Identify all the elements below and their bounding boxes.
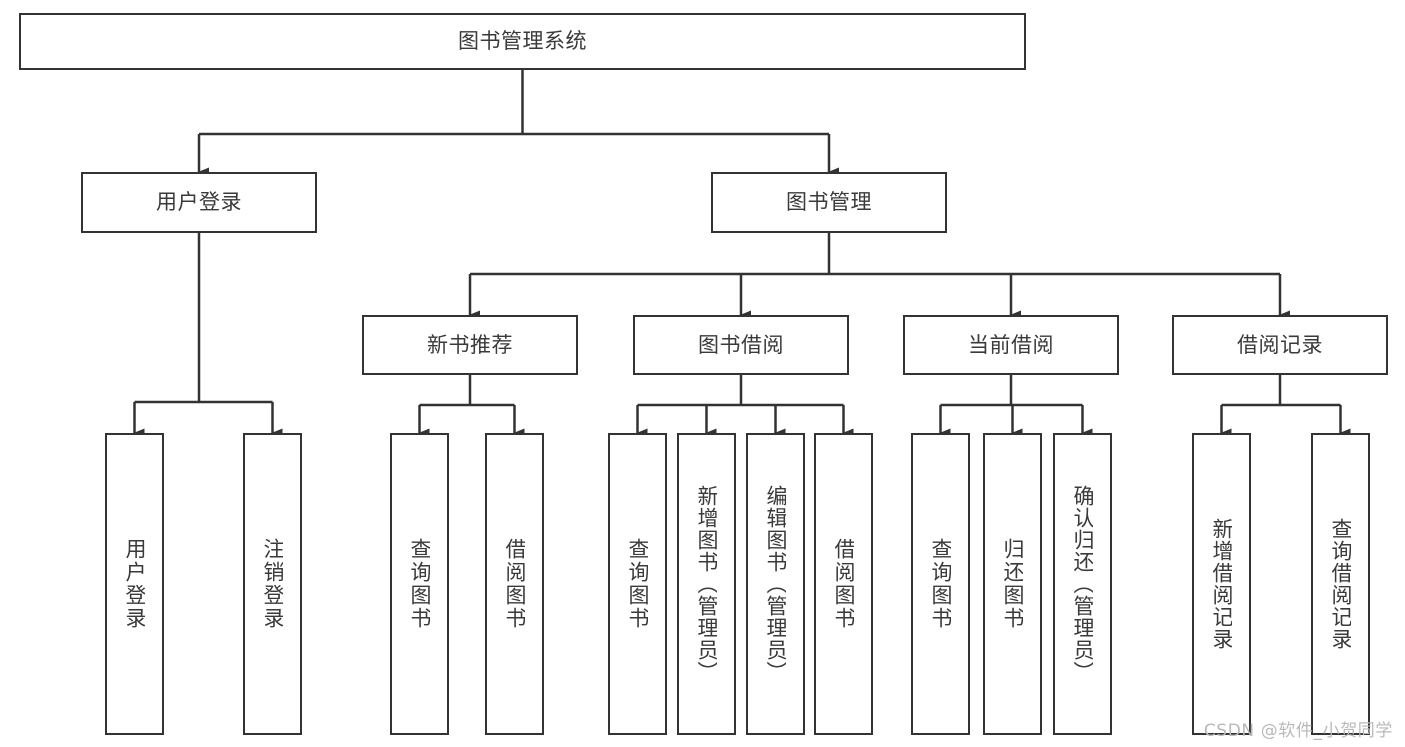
node-label: 图书借阅 bbox=[698, 332, 784, 357]
node-new-book-rec[interactable]: 新书推荐 bbox=[362, 315, 578, 375]
node-label: 查询借阅记录 bbox=[1330, 518, 1351, 650]
node-label: 借阅记录 bbox=[1237, 332, 1323, 357]
node-label: 当前借阅 bbox=[968, 332, 1054, 357]
node-label: 查询图书 bbox=[409, 538, 430, 630]
node-label: 查询图书 bbox=[627, 538, 648, 630]
node-label: 注销登录 bbox=[262, 538, 283, 630]
node-leaf-user-login[interactable]: 用户登录 bbox=[105, 433, 164, 735]
node-leaf-query-3[interactable]: 查询图书 bbox=[911, 433, 970, 735]
node-current-borrow[interactable]: 当前借阅 bbox=[903, 315, 1119, 375]
node-leaf-add-rec[interactable]: 新增借阅记录 bbox=[1192, 433, 1251, 735]
node-label: 新增借阅记录 bbox=[1211, 518, 1232, 650]
node-label: 用户登录 bbox=[156, 190, 242, 215]
node-leaf-confirm[interactable]: 确认归还（管理员） bbox=[1053, 433, 1112, 735]
node-label: 新增图书（管理员） bbox=[696, 485, 717, 683]
node-leaf-query-rec[interactable]: 查询借阅记录 bbox=[1311, 433, 1370, 735]
node-leaf-borrow-1[interactable]: 借阅图书 bbox=[485, 433, 544, 735]
node-book-mgmt[interactable]: 图书管理 bbox=[711, 172, 947, 233]
node-label: 新书推荐 bbox=[427, 332, 513, 357]
node-label: 图书管理系统 bbox=[458, 29, 587, 54]
node-leaf-edit-book[interactable]: 编辑图书（管理员） bbox=[746, 433, 805, 735]
node-label: 借阅图书 bbox=[833, 538, 854, 630]
node-leaf-return[interactable]: 归还图书 bbox=[983, 433, 1042, 735]
node-leaf-query-1[interactable]: 查询图书 bbox=[390, 433, 449, 735]
node-leaf-add-book[interactable]: 新增图书（管理员） bbox=[677, 433, 736, 735]
node-borrow-record[interactable]: 借阅记录 bbox=[1172, 315, 1388, 375]
node-label: 借阅图书 bbox=[504, 538, 525, 630]
node-book-borrow[interactable]: 图书借阅 bbox=[633, 315, 849, 375]
node-root[interactable]: 图书管理系统 bbox=[19, 13, 1026, 70]
node-leaf-borrow-2[interactable]: 借阅图书 bbox=[814, 433, 873, 735]
node-label: 图书管理 bbox=[786, 190, 872, 215]
node-leaf-query-2[interactable]: 查询图书 bbox=[608, 433, 667, 735]
node-user-login[interactable]: 用户登录 bbox=[81, 172, 317, 233]
node-label: 编辑图书（管理员） bbox=[765, 485, 786, 683]
watermark: CSDN @软件_小贺同学 bbox=[1203, 721, 1393, 741]
node-label: 用户登录 bbox=[124, 538, 145, 630]
node-leaf-logout[interactable]: 注销登录 bbox=[243, 433, 302, 735]
node-label: 查询图书 bbox=[930, 538, 951, 630]
node-label: 确认归还（管理员） bbox=[1072, 485, 1093, 683]
node-label: 归还图书 bbox=[1002, 538, 1023, 630]
